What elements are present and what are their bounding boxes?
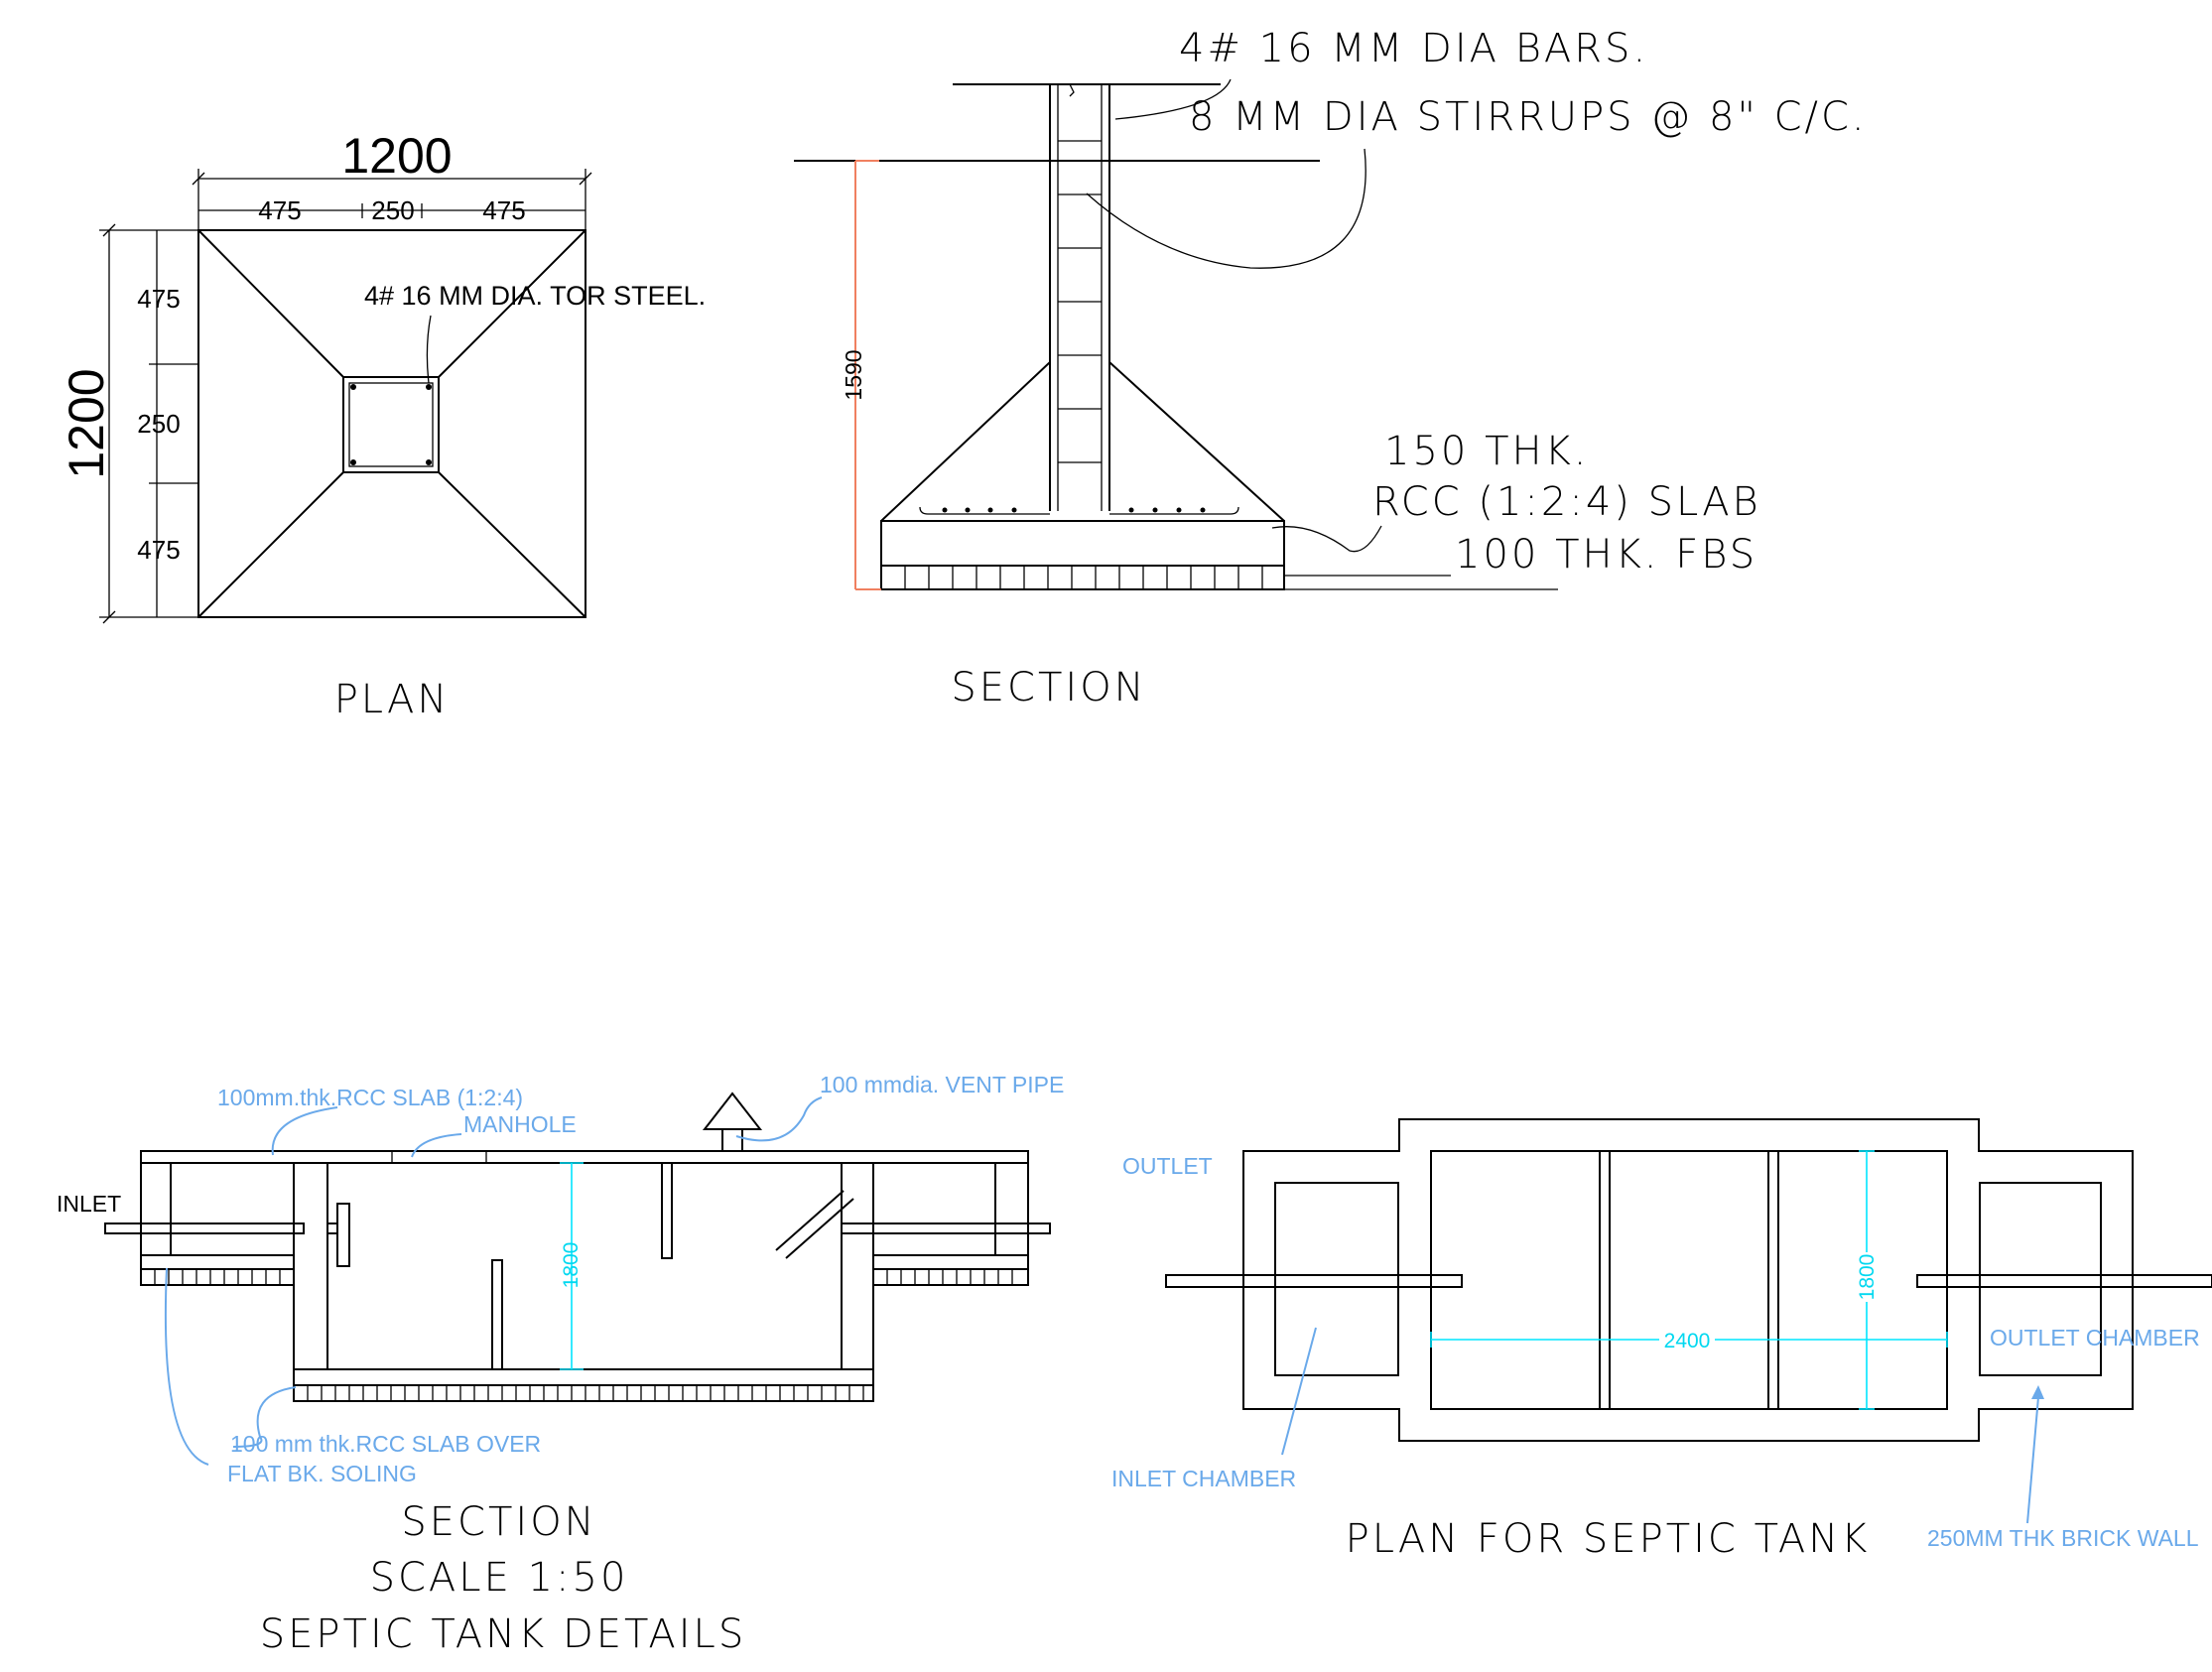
outlet-label: OUTLET [1122, 1153, 1213, 1179]
septic-subtitle: SEPTIC TANK DETAILS [260, 1611, 746, 1657]
outlet-pipe [841, 1222, 1051, 1234]
section-height-dim: 1590 [841, 349, 866, 400]
rebar [350, 384, 356, 390]
plan-width-dim: 1200 [341, 128, 452, 184]
plan-dim-left-bottom: 475 [137, 535, 180, 565]
base-label-2: FLAT BK. SOLING [227, 1461, 417, 1486]
rebar [350, 459, 356, 465]
footing-outline [197, 229, 586, 618]
column-inner [348, 382, 434, 467]
width-dim: 1800 [1856, 1254, 1879, 1301]
base-label-1: 100 mm thk.RCC SLAB OVER [230, 1431, 541, 1457]
septic-scale: SCALE 1:50 [370, 1555, 629, 1601]
plan-height-dim: 1200 [59, 368, 114, 478]
plan-dim-left-top: 475 [137, 284, 180, 314]
inlet-chamber [1274, 1182, 1399, 1376]
stirrups-note: 8 MM DIA STIRRUPS @ 8" C/C. [1189, 94, 1868, 140]
brick-soling [880, 565, 1285, 590]
septic-plan-title: PLAN FOR SEPTIC TANK [1346, 1516, 1871, 1562]
fbs-note: 100 THK. FBS [1455, 532, 1757, 578]
slab-note-2: RCC (1:2:4) SLAB [1372, 479, 1761, 525]
septic-section: 1800 100mm.thk.RCC SLAB (1:2:4) MANHOLE … [57, 1072, 1064, 1657]
septic-plan: 2400 1800 OUTLET OUTLET CHAMBER INLET CH… [1111, 1118, 2212, 1562]
plan-dim-top-left: 475 [258, 195, 301, 225]
stirrups [1058, 140, 1102, 463]
rcc-slab [880, 520, 1285, 567]
vent-arrow [702, 1092, 763, 1130]
bars-note: 4# 16 MM DIA BARS. [1179, 26, 1648, 71]
top-slab [140, 1150, 1029, 1164]
bottom-slab [293, 1368, 874, 1386]
outlet-chamber-label: OUTLET CHAMBER [1990, 1325, 2200, 1350]
septic-section-title: SECTION [401, 1499, 596, 1545]
footing-plan: 1200 475 250 475 1200 475 250 475 4# 16 … [59, 128, 706, 722]
inlet-label: INLET [57, 1191, 121, 1217]
slab-label: 100mm.thk.RCC SLAB (1:2:4) [217, 1085, 523, 1110]
section-title: SECTION [951, 665, 1146, 710]
plan-title: PLAN [334, 677, 451, 722]
vent-label: 100 mmdia. VENT PIPE [820, 1072, 1064, 1097]
tank-outer-wall [1242, 1118, 2134, 1442]
footing-section: 1590 4# 16 MM DIA BARS. 8 MM DIA STIRRUP… [794, 26, 1868, 710]
plan-dim-top-center: 250 [371, 195, 414, 225]
rebar [426, 384, 432, 390]
rebar [426, 459, 432, 465]
plan-outlet-pipe [1916, 1274, 2212, 1288]
septic-depth-dim: 1800 [560, 1242, 583, 1289]
plan-dim-left-center: 250 [137, 409, 180, 439]
length-dim: 2400 [1664, 1330, 1711, 1352]
main-tank [1430, 1150, 1948, 1410]
inlet-pipe [104, 1222, 305, 1234]
plan-bar-note: 4# 16 MM DIA. TOR STEEL. [364, 281, 706, 311]
inlet-chamber-label: INLET CHAMBER [1111, 1466, 1296, 1491]
column-outline [342, 376, 440, 473]
wall-label: 250MM THK BRICK WALL [1927, 1525, 2199, 1551]
slab-note-1: 150 THK. [1384, 429, 1590, 474]
plan-inlet-pipe [1165, 1274, 1463, 1288]
outlet-chamber [1979, 1182, 2102, 1376]
bottom-soling [293, 1384, 874, 1402]
plan-dim-top-right: 475 [482, 195, 525, 225]
manhole-label: MANHOLE [463, 1111, 577, 1137]
